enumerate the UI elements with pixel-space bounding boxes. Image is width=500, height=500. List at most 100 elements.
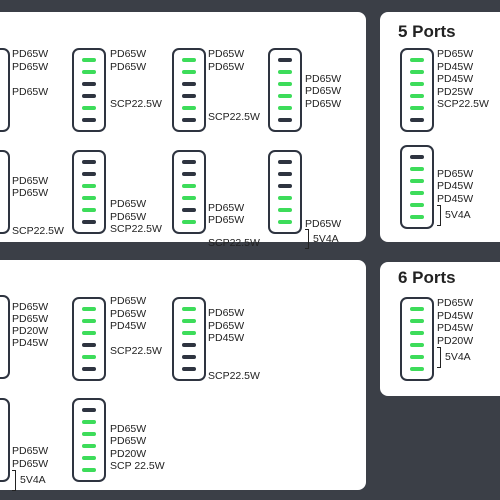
port-power-label: SCP22.5W <box>208 110 260 123</box>
port-led-on <box>410 58 424 62</box>
port-led-off <box>182 160 196 164</box>
port-power-label: PD25W <box>437 85 474 98</box>
port-power-label: PD45W <box>437 192 474 205</box>
port-led-off <box>82 220 96 224</box>
port-power-label: PD45W <box>437 180 474 192</box>
port-power-label: PD65W <box>110 422 147 435</box>
port-led-off <box>182 94 196 98</box>
port-power-label: PD65W <box>305 72 342 85</box>
port-strip-icon <box>400 48 434 132</box>
port-power-label: SCP22.5W <box>110 345 162 357</box>
port-power-label: PD65W <box>208 60 245 73</box>
port-led-on <box>410 331 424 335</box>
brace-icon <box>437 205 441 226</box>
port-led-off <box>278 184 292 188</box>
port-power-label: SCP22.5W <box>208 236 260 249</box>
port-led-off <box>82 118 96 122</box>
port-power-label: PD65W <box>305 97 342 110</box>
port-led-off <box>82 367 96 371</box>
port-power-label: PD65W <box>12 301 49 313</box>
port-strip-icon <box>72 398 106 482</box>
port-power-label: PD20W <box>110 447 147 460</box>
port-power-label: PD65W <box>208 202 245 214</box>
port-led-on <box>82 319 96 323</box>
port-power-label: PD20W <box>12 325 49 337</box>
shared-output-label: 5V4A <box>445 209 471 222</box>
port-strip-icon <box>172 297 206 381</box>
port-led-on <box>82 307 96 311</box>
port-led-on <box>410 94 424 98</box>
port-strip-icon <box>0 48 10 132</box>
port-led-on <box>410 70 424 74</box>
port-strip-icon <box>400 145 434 229</box>
shared-output-label: 5V4A <box>445 351 471 364</box>
port-power-label: PD65W <box>437 48 474 60</box>
port-led-off <box>278 172 292 176</box>
port-led-on <box>82 208 96 212</box>
port-led-on <box>82 444 96 448</box>
port-power-label: PD65W <box>12 313 49 325</box>
port-led-on <box>410 343 424 347</box>
port-led-on <box>82 70 96 74</box>
port-led-on <box>82 456 96 460</box>
port-led-on <box>410 179 424 183</box>
port-power-label: PD65W <box>12 85 49 98</box>
port-led-on <box>182 331 196 335</box>
port-power-label: PD65W <box>305 85 342 97</box>
port-led-off <box>82 172 96 176</box>
port-power-label: PD65W <box>12 445 49 457</box>
port-strip-icon <box>0 295 10 379</box>
five-ports-title: 5 Ports <box>398 22 456 41</box>
port-led-on <box>82 58 96 62</box>
port-led-on <box>278 196 292 200</box>
port-power-label: PD65W <box>110 307 147 320</box>
port-power-label: PD65W <box>208 213 245 226</box>
port-strip-icon <box>72 297 106 381</box>
port-led-off <box>82 408 96 412</box>
brace-icon <box>437 347 441 368</box>
port-led-on <box>410 307 424 311</box>
port-led-on <box>410 106 424 110</box>
port-led-on <box>182 220 196 224</box>
shared-output-label: 5V4A <box>313 232 339 245</box>
port-power-label: PD65W <box>12 174 49 187</box>
port-led-on <box>278 82 292 86</box>
port-power-label: PD65W <box>110 48 147 60</box>
port-led-off <box>278 58 292 62</box>
port-power-label: PD45W <box>12 337 49 349</box>
port-power-label: PD65W <box>208 48 245 60</box>
six-ports-title: 6 Ports <box>398 268 456 287</box>
port-led-off <box>410 118 424 122</box>
port-led-on <box>410 367 424 371</box>
port-led-off <box>182 118 196 122</box>
port-led-on <box>82 106 96 110</box>
port-power-label: PD65W <box>110 295 147 307</box>
port-power-label: SCP22.5W <box>437 98 489 110</box>
port-led-off <box>82 160 96 164</box>
port-power-label: PD65W <box>110 210 147 223</box>
port-power-label: SCP22.5W <box>110 223 162 235</box>
port-led-on <box>82 184 96 188</box>
port-power-label: PD65W <box>208 319 245 332</box>
port-led-on <box>182 70 196 74</box>
port-led-on <box>82 196 96 200</box>
port-led-on <box>278 94 292 98</box>
port-strip-icon <box>268 150 302 234</box>
port-power-label: PD65W <box>12 187 49 199</box>
port-strip-icon <box>72 150 106 234</box>
port-led-on <box>182 58 196 62</box>
shared-output-label: 5V4A <box>20 474 46 487</box>
port-strip-icon <box>172 150 206 234</box>
port-led-on <box>410 191 424 195</box>
port-strip-icon <box>72 48 106 132</box>
port-led-on <box>82 468 96 472</box>
port-strip-icon <box>0 398 10 482</box>
brace-icon <box>305 229 309 249</box>
port-power-label: PD65W <box>110 435 147 447</box>
port-led-on <box>410 203 424 207</box>
port-led-on <box>182 319 196 323</box>
port-strip-icon <box>268 48 302 132</box>
port-power-label: PD65W <box>110 198 147 210</box>
port-led-off <box>182 208 196 212</box>
port-led-on <box>182 196 196 200</box>
